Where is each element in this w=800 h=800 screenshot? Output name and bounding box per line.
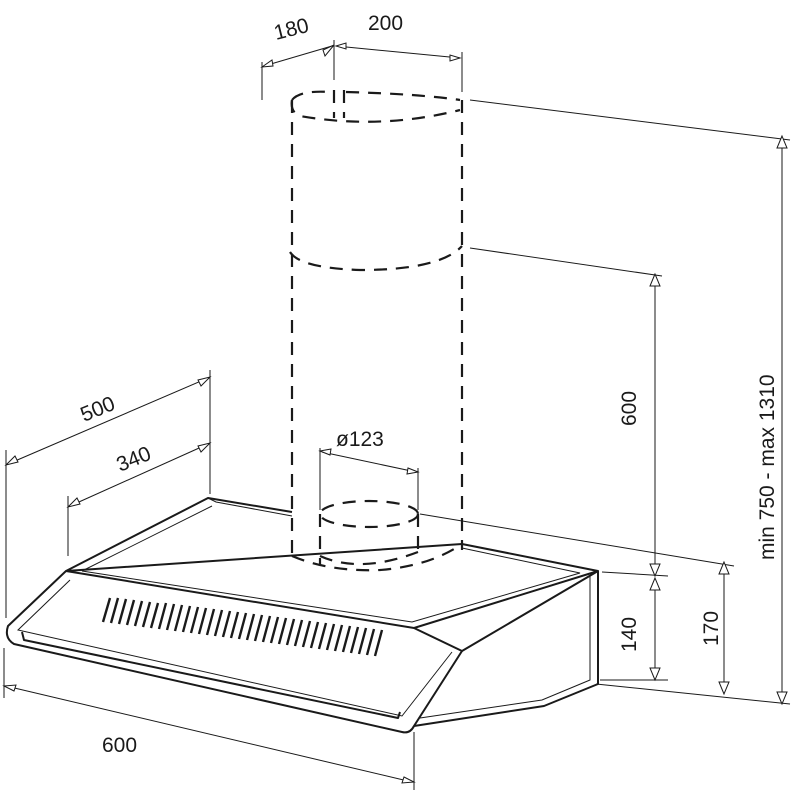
hood-right-side (413, 570, 599, 727)
outlet-top-ellipse (318, 499, 420, 529)
chimney-top-ellipse (290, 90, 461, 123)
hood-right-side-edge (419, 576, 591, 719)
hood-front-face (5, 570, 463, 734)
vent-grille (101, 597, 384, 657)
outlet-bottom-curve (319, 550, 419, 566)
hood-body (5, 497, 599, 734)
label-total-height: min 750 - max 1310 (756, 374, 779, 560)
dim-chimney-top (260, 40, 463, 100)
label-hood-front-height: 140 (618, 617, 641, 652)
label-depth-total: 500 (77, 392, 118, 426)
label-depth-inner: 340 (113, 442, 154, 476)
label-chimney-section: 600 (618, 391, 641, 426)
label-hood-back-height: 170 (700, 611, 723, 646)
dim-hood-front-height (600, 571, 669, 682)
chimney-outline (289, 90, 464, 572)
hood-top-inner-rim (81, 497, 581, 623)
label-outlet-diameter: ø123 (336, 428, 384, 451)
dim-outlet-diameter (318, 448, 420, 510)
chimney-joint-ellipse (289, 245, 463, 272)
chimney-bottom-curve (291, 543, 463, 572)
chimney-marker (332, 90, 346, 118)
dim-hood-width (2, 648, 416, 790)
label-hood-width: 600 (102, 734, 137, 757)
dim-total-height (469, 99, 791, 706)
label-chimney-width: 200 (368, 12, 403, 35)
hood-front-groove (21, 631, 401, 719)
dim-chimney-section (469, 247, 663, 578)
dim-depth-inner (66, 438, 212, 556)
outlet-pipe (318, 499, 420, 566)
label-chimney-depth: 180 (272, 14, 312, 45)
hood-front-inner-rim (16, 579, 453, 717)
dim-hood-back-height (419, 513, 735, 696)
hood-top-panel (65, 497, 599, 629)
